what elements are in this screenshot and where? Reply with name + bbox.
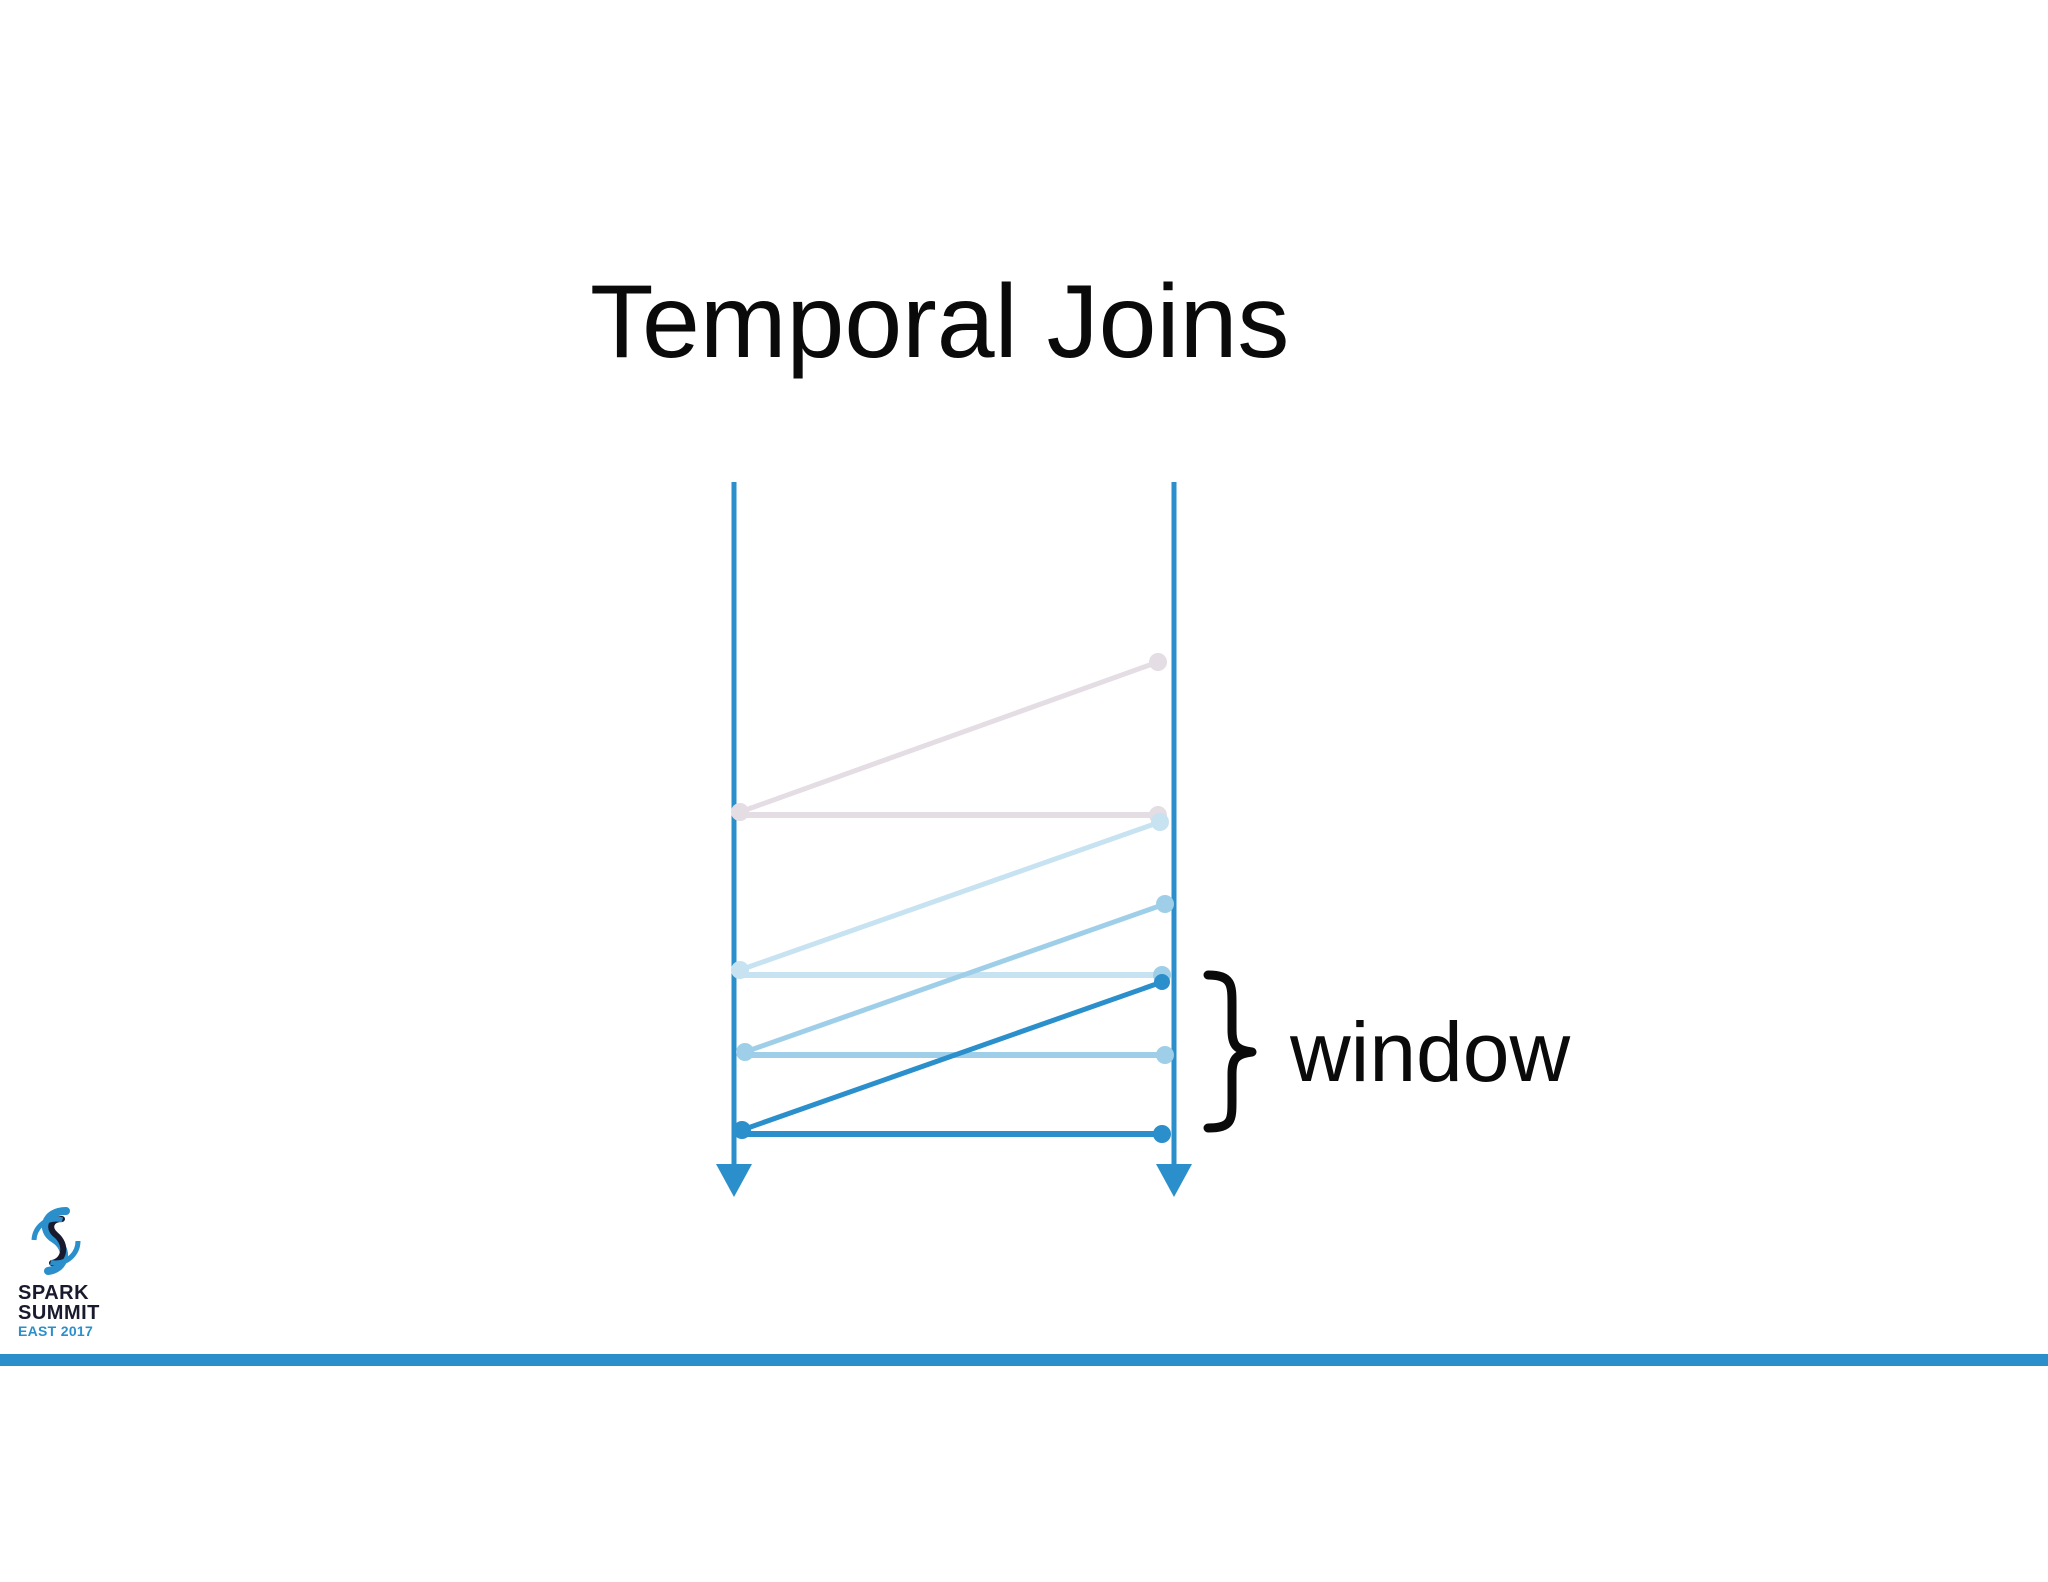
footer-divider bbox=[0, 1354, 2048, 1366]
window-brace-icon bbox=[1203, 970, 1257, 1133]
right-stream-arrow-icon bbox=[1156, 1164, 1192, 1197]
left-stream-arrow-icon bbox=[716, 1164, 752, 1197]
join-point bbox=[731, 961, 749, 979]
window-label: window bbox=[1290, 1005, 1571, 1099]
logo-line-1: SPARK bbox=[18, 1282, 90, 1304]
join-pair-2 bbox=[731, 813, 1169, 979]
join-point bbox=[733, 1121, 751, 1139]
join-pair-3 bbox=[736, 895, 1174, 1064]
join-point bbox=[1156, 895, 1174, 913]
join-point bbox=[736, 1043, 754, 1061]
logo-line-2: SUMMIT bbox=[18, 1302, 100, 1324]
join-point bbox=[1154, 974, 1170, 990]
logo-wordmark: SPARK SUMMIT EAST 2017 bbox=[18, 1283, 100, 1338]
slide-title: Temporal Joins bbox=[590, 264, 1290, 380]
logo-line-3: EAST 2017 bbox=[18, 1323, 94, 1339]
join-point bbox=[1149, 653, 1167, 671]
join-point bbox=[1156, 1046, 1174, 1064]
join-pair-1 bbox=[731, 653, 1167, 824]
join-pair-4 bbox=[733, 974, 1171, 1143]
join-point bbox=[731, 803, 749, 821]
join-point bbox=[1153, 1125, 1171, 1143]
join-point bbox=[1151, 813, 1169, 831]
spark-summit-logo-icon bbox=[31, 1207, 81, 1275]
